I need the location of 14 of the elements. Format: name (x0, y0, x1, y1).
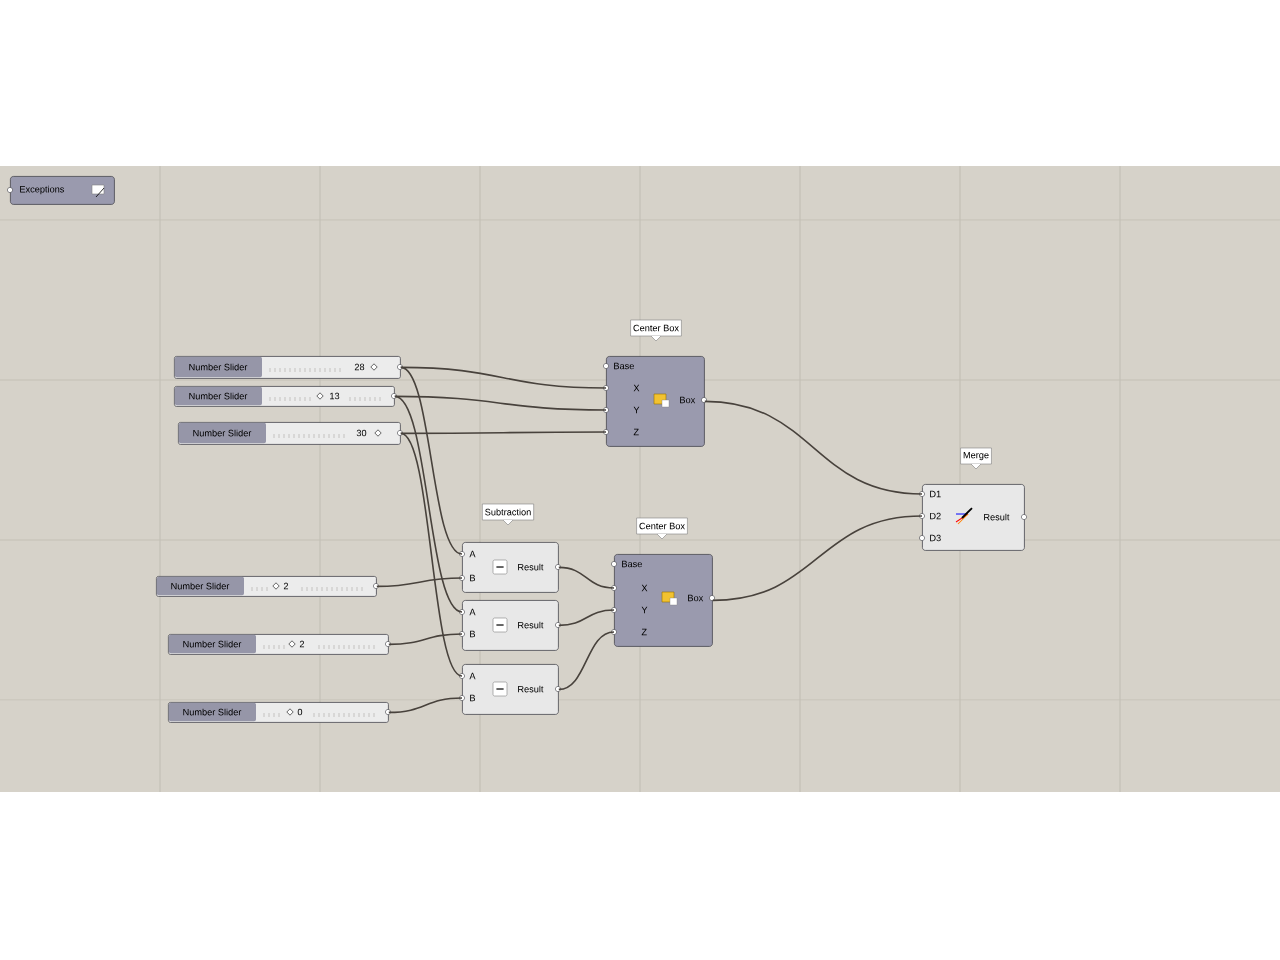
wire (400, 366, 607, 389)
wire (400, 431, 607, 435)
wire (558, 566, 615, 589)
wire (394, 395, 463, 613)
wire (558, 609, 615, 627)
wire (558, 631, 615, 691)
wire (394, 395, 607, 411)
wire (400, 432, 463, 677)
wire (712, 515, 923, 602)
wire (704, 400, 923, 495)
wire (388, 697, 463, 714)
wire (388, 633, 463, 646)
wire (376, 577, 463, 588)
wire (400, 366, 463, 555)
